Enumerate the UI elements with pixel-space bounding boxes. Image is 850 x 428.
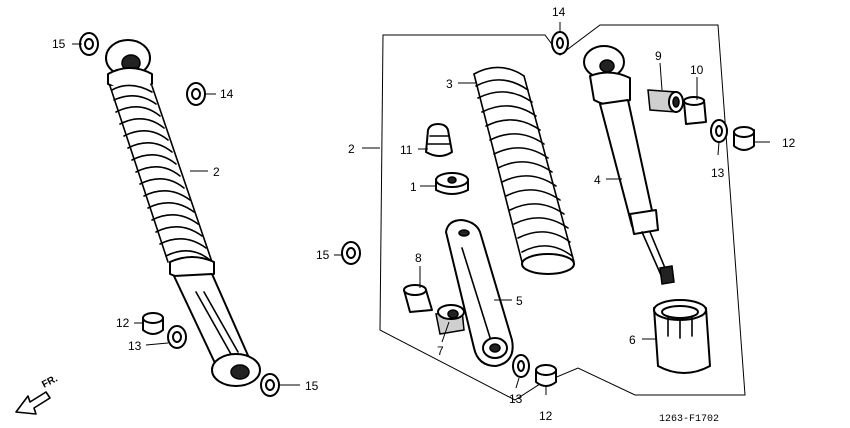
callout-5: 5	[516, 294, 523, 308]
washer-13-right	[710, 119, 728, 143]
washer-15-middle	[341, 241, 361, 265]
leader-lines	[72, 22, 770, 395]
callout-7: 7	[437, 344, 444, 358]
callout-9: 9	[655, 49, 662, 63]
bushing-part-9	[647, 89, 684, 113]
coil-spring	[109, 84, 213, 268]
washer-13-middle	[512, 354, 530, 378]
callout-13-left: 13	[128, 339, 142, 353]
front-direction-indicator: FR.	[15, 373, 60, 415]
callout-4: 4	[594, 173, 601, 187]
callout-labels: 15 14 2 12 13 15 2 3 11 1 15 8 5 7 13 12…	[52, 5, 796, 423]
spring-part-3	[473, 66, 575, 275]
callout-1: 1	[410, 180, 417, 194]
stopper-part-1	[435, 172, 469, 195]
lower-mount-eye	[211, 353, 261, 387]
cover-part-6	[653, 299, 711, 374]
assembled-shock-absorber	[105, 39, 261, 387]
cap-nut-12-left	[142, 312, 164, 335]
front-arrow-icon	[15, 391, 51, 415]
callout-2-left: 2	[213, 165, 220, 179]
washer-15-upper-left	[79, 32, 99, 56]
collar-part-10	[683, 96, 707, 125]
callout-3: 3	[446, 77, 453, 91]
cap-nut-12-right	[733, 126, 755, 151]
washer-14-left	[186, 82, 206, 106]
callout-12-middle: 12	[539, 409, 553, 423]
drawing-code: 1263-F1702	[659, 414, 719, 425]
callout-12-left: 12	[116, 316, 130, 330]
callout-15-lower-left: 15	[305, 379, 319, 393]
bump-rubber-part-11	[425, 123, 453, 157]
washer-15-lower-left	[260, 373, 280, 397]
callout-10: 10	[690, 63, 704, 77]
bushing-part-7	[435, 304, 465, 335]
callout-8: 8	[415, 251, 422, 265]
collar-part-8	[403, 284, 433, 313]
damper-part-4	[583, 45, 675, 285]
callout-12-right: 12	[782, 136, 796, 150]
callout-14-left: 14	[220, 87, 234, 101]
callout-6: 6	[629, 333, 636, 347]
callout-15-upper-left: 15	[52, 37, 66, 51]
callout-13-right: 13	[711, 166, 725, 180]
callout-2-right: 2	[348, 142, 355, 156]
callout-13-middle: 13	[509, 392, 523, 406]
front-indicator-label: FR.	[40, 373, 60, 390]
callout-15-middle: 15	[316, 248, 330, 262]
upper-mount-eye	[105, 39, 151, 77]
washer-13-left	[167, 325, 187, 349]
washer-14-top	[551, 31, 569, 55]
callout-11: 11	[400, 143, 413, 157]
cap-nut-12-middle	[535, 364, 557, 387]
callout-14-top: 14	[552, 5, 566, 19]
lower-joint-part-5	[445, 219, 514, 367]
